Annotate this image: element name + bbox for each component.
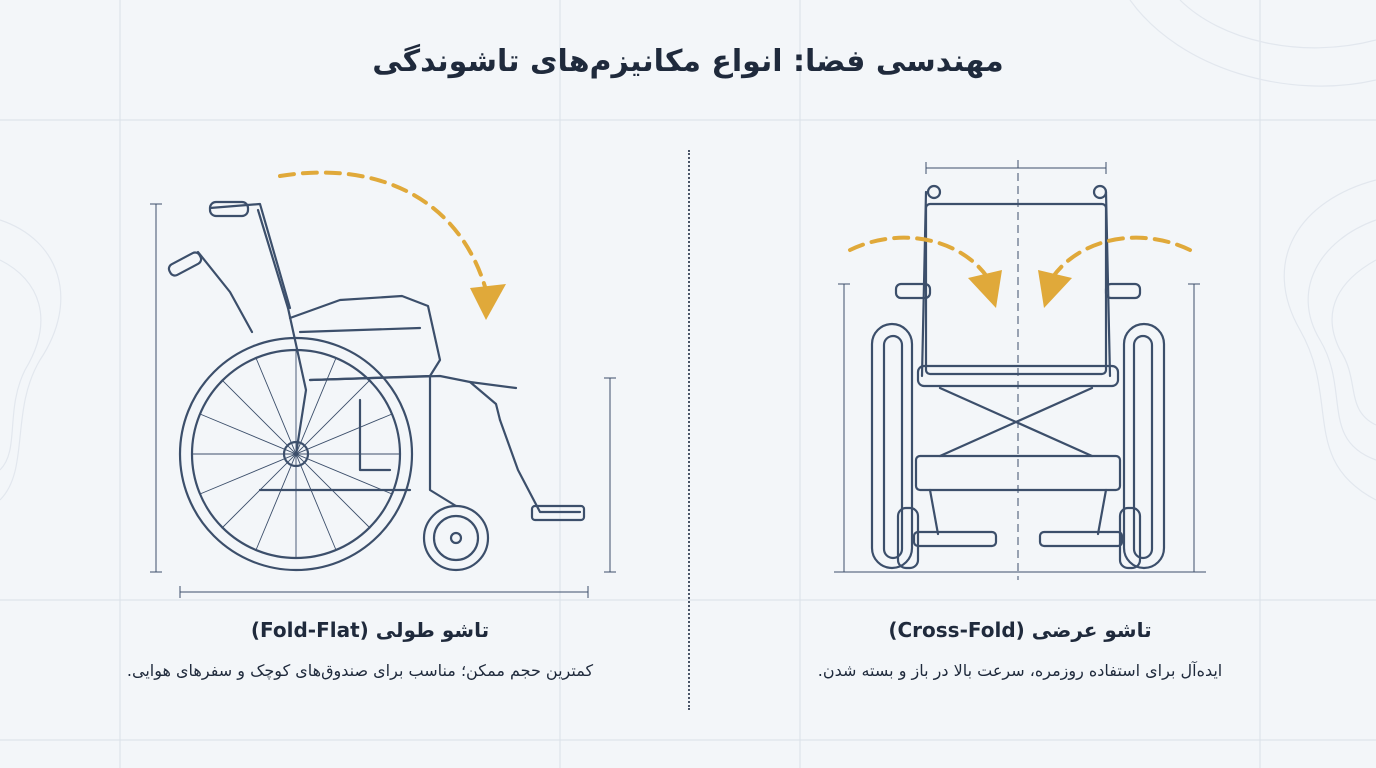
cross-fold-heading: تاشو عرضی (Cross-Fold) xyxy=(888,618,1152,642)
fold-arrow xyxy=(278,170,488,292)
right-wheel xyxy=(1122,322,1166,570)
fold-arrow-left xyxy=(848,235,990,280)
fold-flat-description: کمترین حجم ممکن؛ مناسب برای صندوق‌های کو… xyxy=(126,661,594,680)
topographic-contours xyxy=(0,0,1376,501)
fold-arrow-right xyxy=(1050,235,1192,280)
fold-arrowhead-right xyxy=(1038,270,1072,308)
cross-fold-description: ایده‌آل برای استفاده روزمره، سرعت بالا د… xyxy=(817,661,1223,680)
cross-fold-wheelchair-diagram xyxy=(834,160,1206,580)
page-title: مهندسی فضا: انواع مکانیزم‌های تاشوندگی xyxy=(372,44,1004,79)
left-wheel xyxy=(870,322,914,570)
cross-brace-b xyxy=(938,386,1094,458)
fold-flat-wheelchair-diagram xyxy=(150,170,616,598)
fold-flat-heading: تاشو طولی (Fold-Flat) xyxy=(250,618,490,642)
fold-arrowhead xyxy=(470,284,506,320)
fold-arrowhead-left xyxy=(968,270,1002,308)
center-divider xyxy=(688,150,690,710)
rear-wheel xyxy=(178,336,414,572)
